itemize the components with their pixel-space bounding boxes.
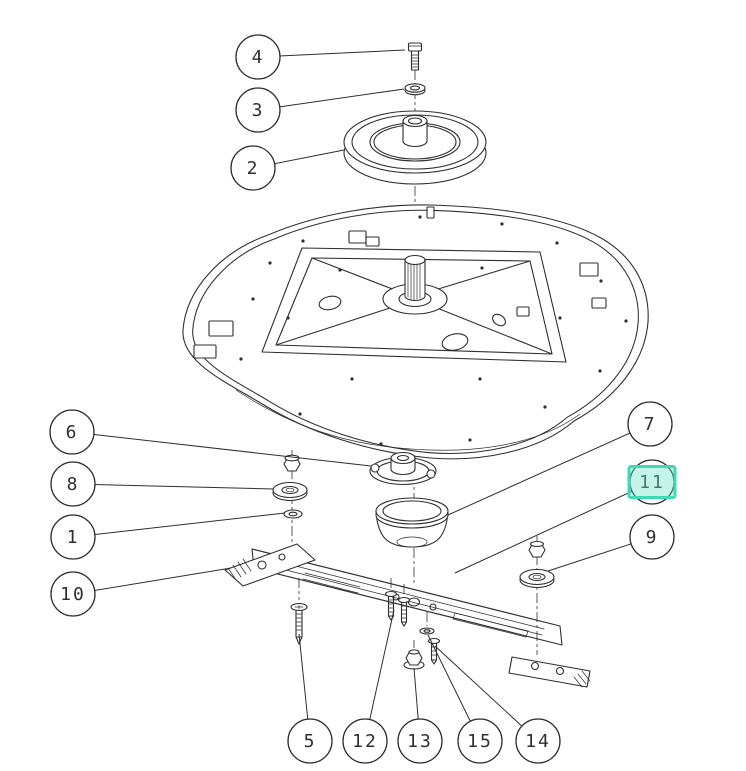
callout-label-11: 11	[639, 472, 665, 493]
leader-line-4	[257, 49, 406, 58]
right-blade-plate-part	[508, 656, 591, 688]
bolt-pair-part	[384, 578, 411, 627]
callout-2[interactable]: 2	[230, 145, 276, 191]
callout-label-9: 9	[646, 527, 659, 548]
callout-label-4: 4	[252, 47, 265, 68]
callout-13[interactable]: 13	[397, 718, 443, 764]
callout-label-14: 14	[525, 731, 551, 752]
bearing-housing-part	[369, 451, 437, 486]
callout-label-2: 2	[247, 158, 260, 179]
pulley-part	[343, 110, 487, 185]
callout-label-12: 12	[352, 731, 378, 752]
callout-label-3: 3	[252, 100, 265, 121]
leader-line-7	[447, 423, 651, 516]
callout-11[interactable]: 11	[627, 459, 677, 505]
right-nut-part	[528, 540, 546, 558]
hex-bolt-part	[407, 42, 423, 71]
leader-line-14	[434, 645, 539, 742]
callout-balloon-15[interactable]	[457, 718, 503, 764]
callout-balloon-13[interactable]	[397, 718, 443, 764]
callout-3[interactable]: 3	[235, 87, 281, 133]
callout-balloon-7[interactable]	[627, 401, 673, 447]
rivet-dots	[239, 215, 628, 446]
short-screw-part	[427, 637, 441, 665]
callout-balloon-1[interactable]	[50, 514, 96, 560]
blade-adapter-cup-part	[375, 497, 449, 548]
callout-balloon-9[interactable]	[629, 514, 675, 560]
callout-balloon-12[interactable]	[342, 718, 388, 764]
callout-balloon-2[interactable]	[230, 145, 276, 191]
flat-washer-part	[404, 83, 426, 96]
small-washer-part	[283, 509, 303, 519]
leader-line-11	[454, 481, 653, 574]
callout-9[interactable]: 9	[629, 514, 675, 560]
callout-14[interactable]: 14	[515, 718, 561, 764]
drawing-layer	[182, 42, 649, 688]
callout-10[interactable]: 10	[50, 571, 96, 617]
right-dished-washer-part	[519, 568, 555, 589]
callout-label-1: 1	[67, 527, 80, 548]
left-blade-plate-part	[224, 543, 316, 587]
callouts-layer: 432678111910512131514	[49, 34, 677, 764]
leader-line-10	[72, 567, 232, 595]
callout-balloon-14[interactable]	[515, 718, 561, 764]
callout-balloon-4[interactable]	[235, 34, 281, 80]
callout-balloon-6[interactable]	[49, 409, 95, 455]
callout-label-7: 7	[644, 414, 657, 435]
spindle-shaft-part	[404, 254, 426, 302]
leader-line-1	[72, 512, 286, 538]
callout-15[interactable]: 15	[457, 718, 503, 764]
callout-label-6: 6	[66, 422, 79, 443]
leader-line-8	[72, 483, 274, 490]
callout-balloon-8[interactable]	[50, 461, 96, 507]
callout-label-15: 15	[467, 731, 493, 752]
callout-label-5: 5	[304, 731, 317, 752]
callout-balloon-10[interactable]	[50, 571, 96, 617]
callout-balloon-5[interactable]	[287, 718, 333, 764]
mower-deck-part	[182, 204, 649, 460]
callout-6[interactable]: 6	[49, 409, 95, 455]
callout-4[interactable]: 4	[235, 34, 281, 80]
leader-lines-layer	[71, 49, 653, 742]
callout-label-13: 13	[407, 731, 433, 752]
callout-label-10: 10	[60, 584, 86, 605]
callout-7[interactable]: 7	[627, 401, 673, 447]
callout-1[interactable]: 1	[50, 514, 96, 560]
left-dished-washer-part	[272, 481, 308, 502]
callout-balloon-3[interactable]	[235, 87, 281, 133]
leader-line-6	[71, 431, 372, 467]
leader-line-3	[257, 88, 405, 111]
highlight-box	[627, 465, 677, 499]
callout-label-8: 8	[67, 474, 80, 495]
callout-12[interactable]: 12	[342, 718, 388, 764]
callout-8[interactable]: 8	[50, 461, 96, 507]
flange-nut-part	[403, 640, 425, 670]
callout-5[interactable]: 5	[287, 718, 333, 764]
small-washer-lower-part	[419, 612, 435, 635]
